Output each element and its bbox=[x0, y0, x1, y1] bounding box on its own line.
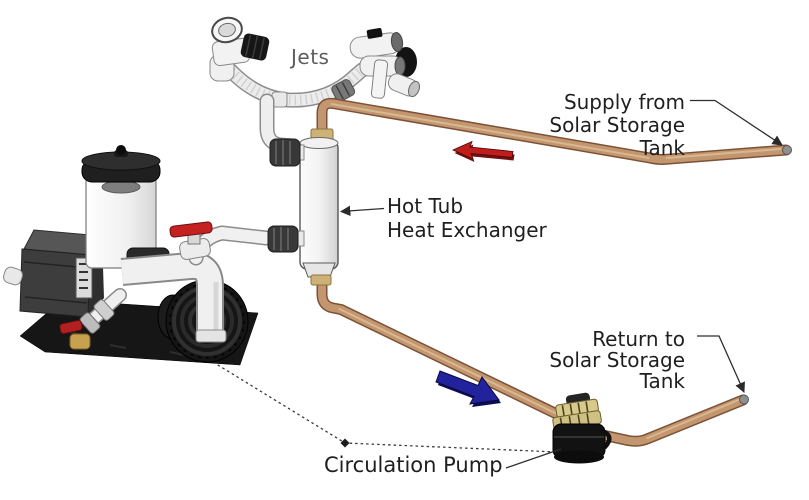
supply-highlight bbox=[330, 103, 782, 159]
exchanger-body bbox=[299, 140, 339, 270]
dotted-line-junction-marker bbox=[340, 438, 350, 448]
copper-return-line bbox=[316, 271, 749, 447]
lower-left-pipe bbox=[59, 288, 127, 350]
pump-bolt-ring bbox=[169, 283, 245, 359]
blue-flow-arrow bbox=[435, 370, 501, 407]
brass-bottom-nut bbox=[310, 274, 332, 286]
pump-barrel-bottom bbox=[554, 450, 604, 464]
return-leader-line bbox=[697, 335, 745, 393]
return-highlight bbox=[338, 308, 740, 439]
exchanger-top bbox=[299, 137, 339, 149]
label-return-to-solar-storage-tank: Return to Solar Storage Tank bbox=[500, 329, 685, 392]
supply-leader-line bbox=[690, 99, 783, 146]
tube-open-end bbox=[390, 32, 404, 52]
label-hx-line-2: Heat Exchanger bbox=[387, 218, 547, 242]
small-red-handle bbox=[59, 319, 83, 335]
label-supply-from-solar-storage-tank: Supply from Solar Storage Tank bbox=[500, 91, 685, 160]
right-jet-fitting bbox=[349, 27, 421, 99]
filter-mesh bbox=[101, 180, 141, 194]
air-control-knob bbox=[240, 33, 270, 61]
red-flow-arrow bbox=[452, 140, 515, 162]
circulation-pump bbox=[552, 392, 612, 464]
label-supply-line-3: Tank bbox=[639, 136, 685, 160]
gray-coupler bbox=[331, 79, 356, 102]
brass-drain-fitting bbox=[69, 333, 91, 350]
heat-exchanger bbox=[267, 128, 339, 286]
label-hot-tub-heat-exchanger: Hot Tub Heat Exchanger bbox=[387, 194, 547, 242]
tube-open-end-2 bbox=[394, 56, 406, 76]
heat-exchanger-leader-line bbox=[339, 205, 385, 217]
black-clip bbox=[366, 27, 383, 39]
union-collar-1 bbox=[93, 299, 115, 321]
label-return-line-1: Return to bbox=[592, 327, 685, 351]
jets-manifold bbox=[209, 16, 421, 108]
heater-box bbox=[3, 229, 104, 318]
label-supply-line-1: Supply from bbox=[563, 90, 685, 114]
filter-tank bbox=[81, 145, 170, 273]
upper-port-union bbox=[269, 138, 305, 167]
jet-stem bbox=[370, 59, 389, 99]
union-collar-2 bbox=[79, 312, 101, 334]
valve-branch-pipe bbox=[169, 221, 274, 266]
box-side-stub bbox=[3, 266, 23, 286]
red-valve-handle bbox=[169, 221, 213, 238]
return-pipe-end-cap bbox=[739, 394, 749, 405]
lower-port-union bbox=[267, 225, 305, 253]
gauge-marks bbox=[79, 263, 88, 289]
label-return-line-2: Solar Storage bbox=[549, 348, 685, 372]
tube-cap bbox=[407, 80, 421, 98]
label-circulation-pump: Circulation Pump bbox=[324, 453, 503, 477]
label-jets: Jets bbox=[291, 45, 330, 69]
left-jet-fitting bbox=[209, 16, 270, 82]
supply-pipe-end-cap bbox=[782, 145, 792, 155]
lid-knob bbox=[116, 145, 126, 155]
jet-face-ring-inner bbox=[218, 22, 236, 38]
pipe-collar bbox=[195, 329, 227, 343]
equipment-skid bbox=[3, 145, 274, 366]
circulation-pump-leader-line bbox=[505, 448, 562, 469]
label-return-line-3: Tank bbox=[639, 369, 685, 393]
label-supply-line-2: Solar Storage bbox=[549, 113, 685, 137]
pump-handle bbox=[599, 428, 612, 450]
label-hx-line-1: Hot Tub bbox=[387, 194, 464, 218]
copper-supply-line bbox=[316, 97, 792, 165]
main-pvc-run bbox=[120, 251, 227, 343]
